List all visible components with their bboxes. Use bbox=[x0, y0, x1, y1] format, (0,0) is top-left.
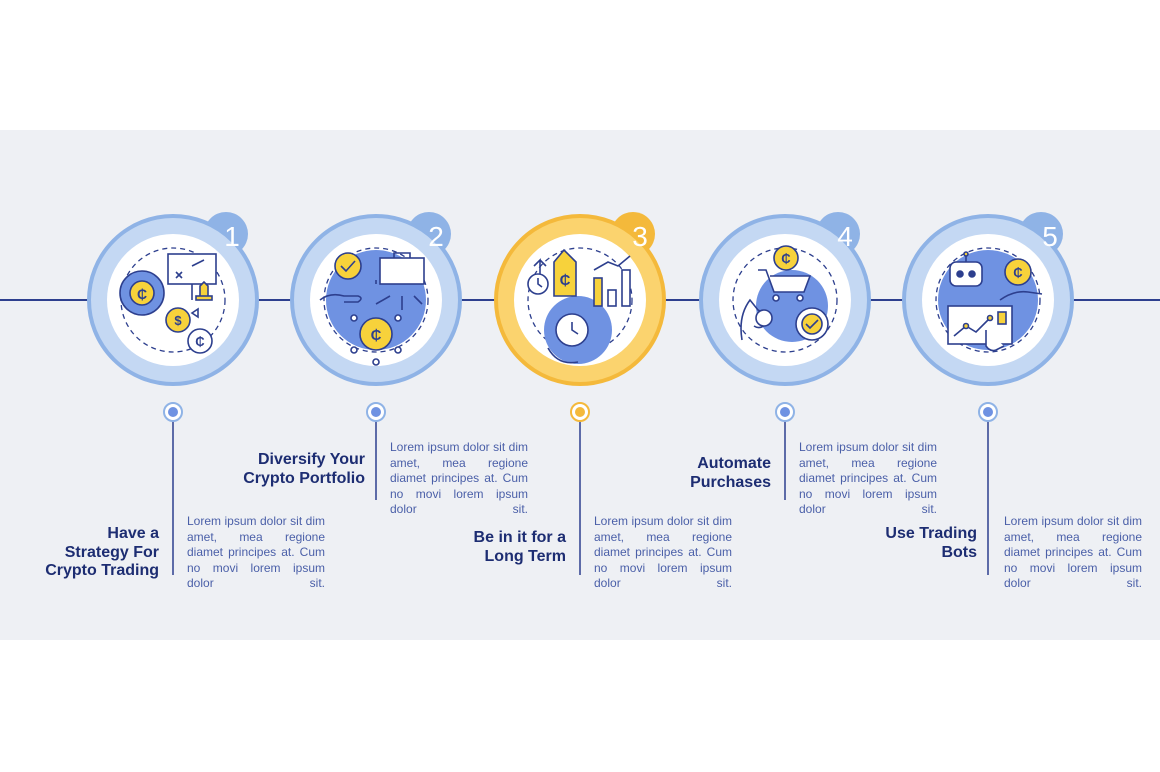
svg-text:₵: ₵ bbox=[781, 251, 791, 266]
step-number-5: 5 bbox=[1042, 221, 1058, 252]
portfolio-network-icon: ₵ bbox=[319, 250, 426, 366]
step-description-4: Lorem ipsum dolor sit dim amet, mea regi… bbox=[799, 440, 937, 516]
step-number-1: 1 bbox=[224, 221, 240, 252]
step-description-3: Lorem ipsum dolor sit dim amet, mea regi… bbox=[594, 514, 732, 590]
svg-text:₵: ₵ bbox=[137, 286, 147, 302]
step-title-4: Automate Purchases bbox=[690, 455, 771, 491]
node-dot-4 bbox=[775, 402, 795, 422]
node-dot-1 bbox=[163, 402, 183, 422]
svg-text:$: $ bbox=[174, 313, 182, 328]
svg-text:₵: ₵ bbox=[195, 334, 205, 349]
node-dot-5 bbox=[978, 402, 998, 422]
trading-bot-icon: ₵ bbox=[938, 250, 1043, 352]
step-number-4: 4 bbox=[837, 221, 853, 252]
automated-cart-icon: ₵ bbox=[740, 245, 829, 342]
long-term-growth-icon: ₵ bbox=[527, 248, 631, 364]
svg-text:₵: ₵ bbox=[371, 327, 382, 344]
svg-text:₵: ₵ bbox=[560, 272, 571, 289]
step-title-5: Use Trading Bots bbox=[885, 525, 977, 561]
step-circle-1: 1 bbox=[87, 212, 259, 386]
step-number-2: 2 bbox=[428, 221, 444, 252]
strategy-chess-coins-icon: ₵ $ ₵ bbox=[119, 253, 217, 354]
step-title-2: Diversify Your Crypto Portfolio bbox=[243, 451, 365, 487]
step-description-2: Lorem ipsum dolor sit dim amet, mea regi… bbox=[390, 440, 528, 516]
step-description-1: Lorem ipsum dolor sit dim amet, mea regi… bbox=[187, 514, 325, 590]
svg-text:₵: ₵ bbox=[1013, 265, 1023, 280]
step-title-3: Be in it for a Long Term bbox=[473, 529, 566, 565]
step-title-1: Have a Strategy For Crypto Trading bbox=[45, 525, 159, 579]
node-dot-3 bbox=[570, 402, 590, 422]
node-dot-2 bbox=[366, 402, 386, 422]
step-description-5: Lorem ipsum dolor sit dim amet, mea regi… bbox=[1004, 514, 1142, 590]
step-number-3: 3 bbox=[632, 221, 648, 252]
